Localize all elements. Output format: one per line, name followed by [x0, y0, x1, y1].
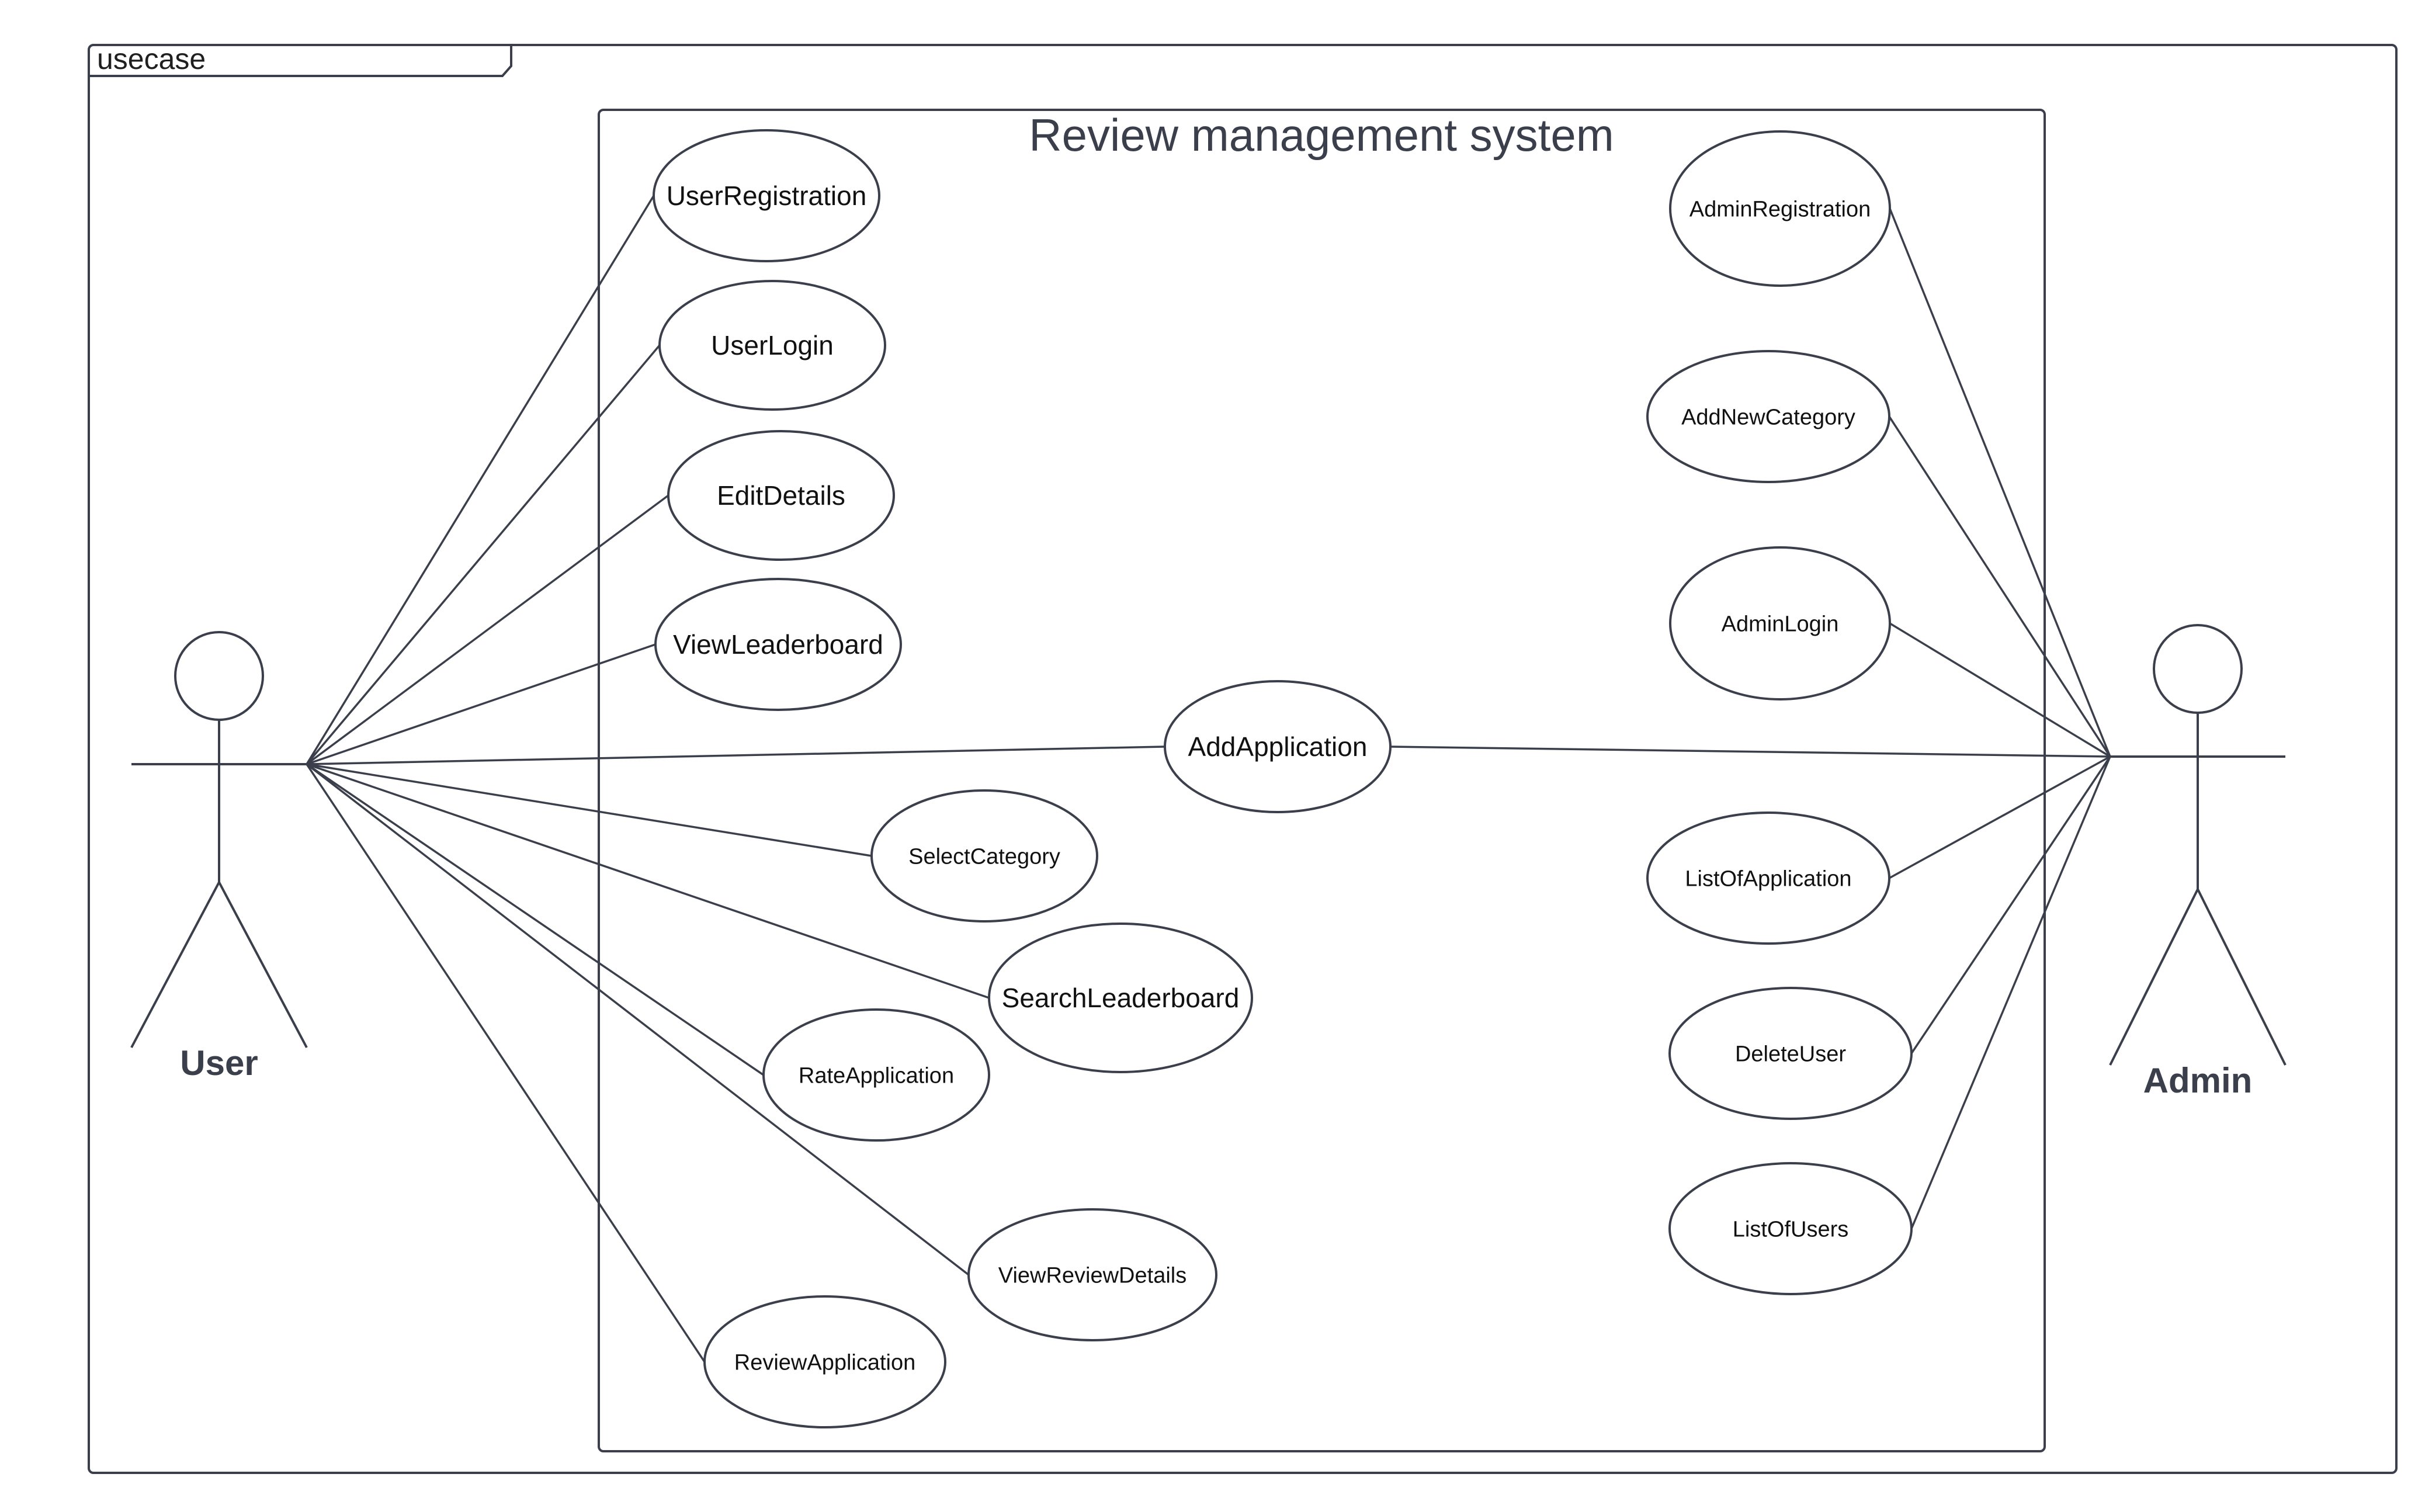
admin-actor-left-leg — [2109, 889, 2199, 1066]
use-case-edit-details-label: EditDetails — [717, 480, 845, 511]
use-case-delete-user-ellipse — [1668, 987, 1913, 1120]
user-actor-right-leg — [218, 882, 308, 1048]
association-user-review-application — [306, 764, 706, 1362]
use-case-delete-user[interactable]: DeleteUser — [1668, 987, 1913, 1120]
association-user-view-review-details — [306, 763, 970, 1276]
use-case-search-leaderboard-label: SearchLeaderboard — [1002, 983, 1240, 1013]
use-case-select-category-label: SelectCategory — [908, 844, 1060, 869]
use-case-review-application-label: ReviewApplication — [734, 1350, 916, 1375]
use-case-add-new-category-label: AddNewCategory — [1681, 405, 1855, 429]
admin-actor-head — [2153, 624, 2243, 714]
use-case-user-login[interactable]: UserLogin — [658, 280, 886, 411]
use-case-user-registration-ellipse — [653, 129, 880, 262]
user-actor-name: User — [180, 1043, 258, 1083]
use-case-review-application[interactable]: ReviewApplication — [703, 1295, 946, 1428]
use-case-search-leaderboard-ellipse — [988, 923, 1253, 1073]
association-user-user-registration — [306, 195, 655, 765]
use-case-view-review-details-ellipse — [967, 1208, 1217, 1341]
usecase-frame — [88, 44, 2398, 1474]
user-actor[interactable]: User — [130, 631, 308, 1083]
use-case-view-review-details[interactable]: ViewReviewDetails — [967, 1208, 1217, 1341]
use-case-select-category-ellipse — [870, 789, 1098, 923]
association-admin-delete-user — [1910, 756, 2111, 1054]
use-case-list-of-application-ellipse — [1646, 812, 1890, 945]
use-case-review-application-ellipse — [703, 1295, 946, 1428]
use-case-admin-registration-ellipse — [1669, 130, 1891, 287]
use-case-rate-application-label: RateApplication — [799, 1063, 954, 1088]
use-case-user-registration-label: UserRegistration — [667, 181, 867, 211]
association-admin-add-new-category — [1888, 416, 2111, 757]
use-case-view-leaderboard-label: ViewLeaderboard — [673, 629, 883, 660]
use-case-admin-registration-label: AdminRegistration — [1689, 197, 1871, 221]
use-case-admin-registration[interactable]: AdminRegistration — [1669, 130, 1891, 287]
admin-actor[interactable]: Admin — [2109, 624, 2287, 1100]
use-case-view-review-details-label: ViewReviewDetails — [998, 1263, 1186, 1288]
association-admin-admin-login — [1889, 622, 2111, 758]
use-case-user-login-label: UserLogin — [711, 330, 834, 360]
association-user-add-application — [306, 745, 1165, 765]
system-title: Review management system — [1029, 109, 1614, 161]
use-cases: UserRegistrationUserLoginEditDetailsView… — [653, 129, 1913, 1428]
use-case-delete-user-label: DeleteUser — [1735, 1042, 1846, 1066]
use-case-list-of-application-label: ListOfApplication — [1685, 866, 1851, 891]
association-user-select-category — [306, 763, 872, 857]
use-case-user-registration[interactable]: UserRegistration — [653, 129, 880, 262]
use-case-admin-login-label: AdminLogin — [1722, 612, 1839, 636]
use-case-add-new-category[interactable]: AddNewCategory — [1646, 350, 1890, 483]
association-user-edit-details — [306, 494, 669, 765]
admin-actor-name: Admin — [2143, 1061, 2253, 1100]
association-admin-list-of-users — [1910, 756, 2111, 1229]
association-user-view-leaderboard — [306, 643, 656, 765]
association-lines — [306, 195, 2111, 1362]
use-case-select-category[interactable]: SelectCategory — [870, 789, 1098, 923]
use-case-edit-details-ellipse — [667, 430, 895, 561]
use-case-add-application-ellipse — [1164, 680, 1392, 813]
use-case-add-new-category-ellipse — [1646, 350, 1890, 483]
use-case-rate-application[interactable]: RateApplication — [762, 1008, 990, 1142]
user-actor-head — [174, 631, 264, 721]
association-admin-add-application — [1390, 745, 2111, 758]
use-case-add-application-label: AddApplication — [1188, 731, 1368, 762]
use-case-search-leaderboard[interactable]: SearchLeaderboard — [988, 923, 1253, 1073]
use-case-add-application[interactable]: AddApplication — [1164, 680, 1392, 813]
use-case-list-of-users[interactable]: ListOfUsers — [1668, 1162, 1913, 1295]
association-admin-admin-registration — [1889, 208, 2111, 757]
use-case-view-leaderboard[interactable]: ViewLeaderboard — [654, 578, 902, 711]
use-case-rate-application-ellipse — [762, 1008, 990, 1142]
association-user-rate-application — [306, 763, 764, 1076]
use-case-list-of-users-label: ListOfUsers — [1733, 1217, 1848, 1241]
association-user-user-login — [306, 344, 661, 765]
admin-actor-right-leg — [2197, 889, 2287, 1066]
use-case-edit-details[interactable]: EditDetails — [667, 430, 895, 561]
use-case-list-of-application[interactable]: ListOfApplication — [1646, 812, 1890, 945]
user-actor-left-leg — [130, 882, 220, 1048]
use-case-admin-login[interactable]: AdminLogin — [1669, 546, 1891, 700]
association-user-search-leaderboard — [306, 763, 990, 999]
system-boundary — [598, 109, 2046, 1452]
frame-label-tab — [89, 45, 512, 77]
use-case-list-of-users-ellipse — [1668, 1162, 1913, 1295]
use-case-admin-login-ellipse — [1669, 546, 1891, 700]
frame-label: usecase — [97, 43, 206, 75]
use-case-user-login-ellipse — [658, 280, 886, 411]
association-admin-list-of-application — [1889, 755, 2111, 879]
use-case-view-leaderboard-ellipse — [654, 578, 902, 711]
